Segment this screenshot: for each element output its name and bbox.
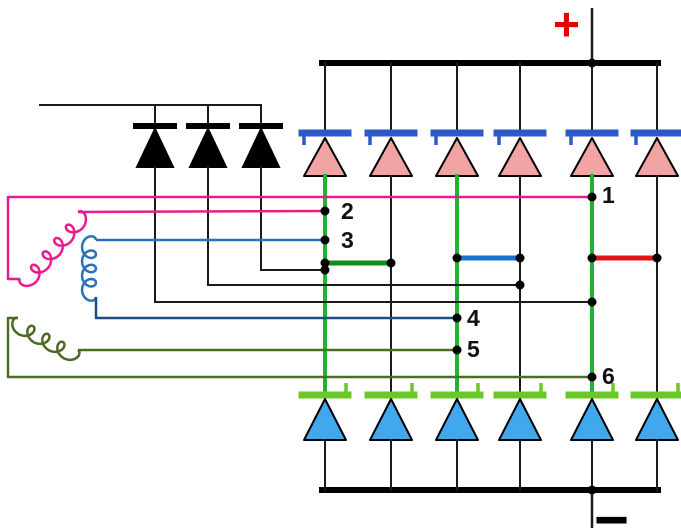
negative-rail: − xyxy=(319,486,661,532)
node-label-1: 1 xyxy=(602,182,615,208)
diode-anode-triangle xyxy=(303,398,347,441)
junction-dot-node-2 xyxy=(320,206,330,216)
diode-anode-triangle xyxy=(570,137,614,177)
diode-anode-triangle xyxy=(435,137,479,177)
positive-diode-6 xyxy=(630,129,681,177)
stator-windings xyxy=(6,195,592,379)
diode-anode-triangle xyxy=(635,398,679,441)
positive-diode-4 xyxy=(493,129,547,177)
rectifier-negative-diodes xyxy=(298,383,681,491)
junction-dot xyxy=(587,253,597,263)
winding-blue-coil xyxy=(80,234,98,303)
positive-terminal-label: + xyxy=(553,0,580,50)
positive-diode-5 xyxy=(565,129,619,177)
negative-diode-1 xyxy=(298,383,352,491)
junction-dot-node-6 xyxy=(587,372,597,382)
junction-dot xyxy=(452,253,462,263)
junction-dot-node-3 xyxy=(320,235,330,245)
node-label-5: 5 xyxy=(467,336,480,362)
negative-diode-3 xyxy=(430,383,484,491)
node-label-2: 2 xyxy=(341,198,354,224)
diode-anode-triangle xyxy=(188,126,228,168)
diode-anode-triangle xyxy=(498,398,542,441)
diode-anode-triangle xyxy=(570,398,614,441)
diode-anode-triangle xyxy=(303,137,347,177)
winding-pink-coil xyxy=(18,209,88,288)
positive-diode-3 xyxy=(430,129,484,177)
diode-anode-triangle xyxy=(241,126,281,168)
diode-anode-triangle xyxy=(635,137,679,177)
junction-dot-node-5 xyxy=(452,345,462,355)
positive-diode-1 xyxy=(298,129,352,177)
winding-pink-wire-to-node-2 xyxy=(77,209,326,214)
exciter-diode-2 xyxy=(186,104,521,286)
positive-diode-2 xyxy=(364,129,418,177)
junction-dot xyxy=(386,258,396,268)
diode-anode-triangle xyxy=(498,137,542,177)
junction-dot xyxy=(320,258,330,268)
junction-dot xyxy=(587,58,597,68)
diode-anode-triangle xyxy=(369,137,413,177)
rectifier-positive-diodes xyxy=(298,129,681,177)
diode-anode-triangle xyxy=(435,398,479,441)
junction-dots xyxy=(320,58,662,495)
positive-rail: + xyxy=(319,0,661,66)
node-label-3: 3 xyxy=(341,227,354,253)
negative-diode-2 xyxy=(364,383,418,491)
junction-dot xyxy=(320,265,330,275)
node-label-6: 6 xyxy=(602,363,615,389)
negative-terminal-label: − xyxy=(594,486,629,532)
junction-dot xyxy=(652,253,662,263)
negative-diode-4 xyxy=(493,383,547,491)
exciter-diode-3 xyxy=(239,104,326,271)
diode-anode-triangle xyxy=(135,126,175,168)
junction-dot xyxy=(587,297,597,307)
diode-anode-triangle xyxy=(369,398,413,441)
phase-bridges xyxy=(325,255,657,266)
winding-pink-wire-to-node-1 xyxy=(6,195,592,281)
positive-diode-leads xyxy=(324,62,658,132)
node-labels: 1 2 3 4 5 6 xyxy=(341,182,615,389)
negative-diode-5 xyxy=(565,383,619,491)
junction-dot-node-4 xyxy=(452,313,462,323)
junction-dot-node-1 xyxy=(587,192,597,202)
exciter-diode-1 xyxy=(133,104,593,303)
winding-blue-wire-to-node-4 xyxy=(94,297,457,320)
exciter-diode-trio xyxy=(39,104,593,303)
negative-diode-6 xyxy=(630,383,681,491)
node-label-4: 4 xyxy=(467,305,480,331)
junction-dot xyxy=(515,253,525,263)
winding-green-coil xyxy=(11,316,81,362)
junction-dot xyxy=(515,280,525,290)
junction-dot xyxy=(587,485,597,495)
winding-green-wire-to-node-6 xyxy=(6,316,592,379)
